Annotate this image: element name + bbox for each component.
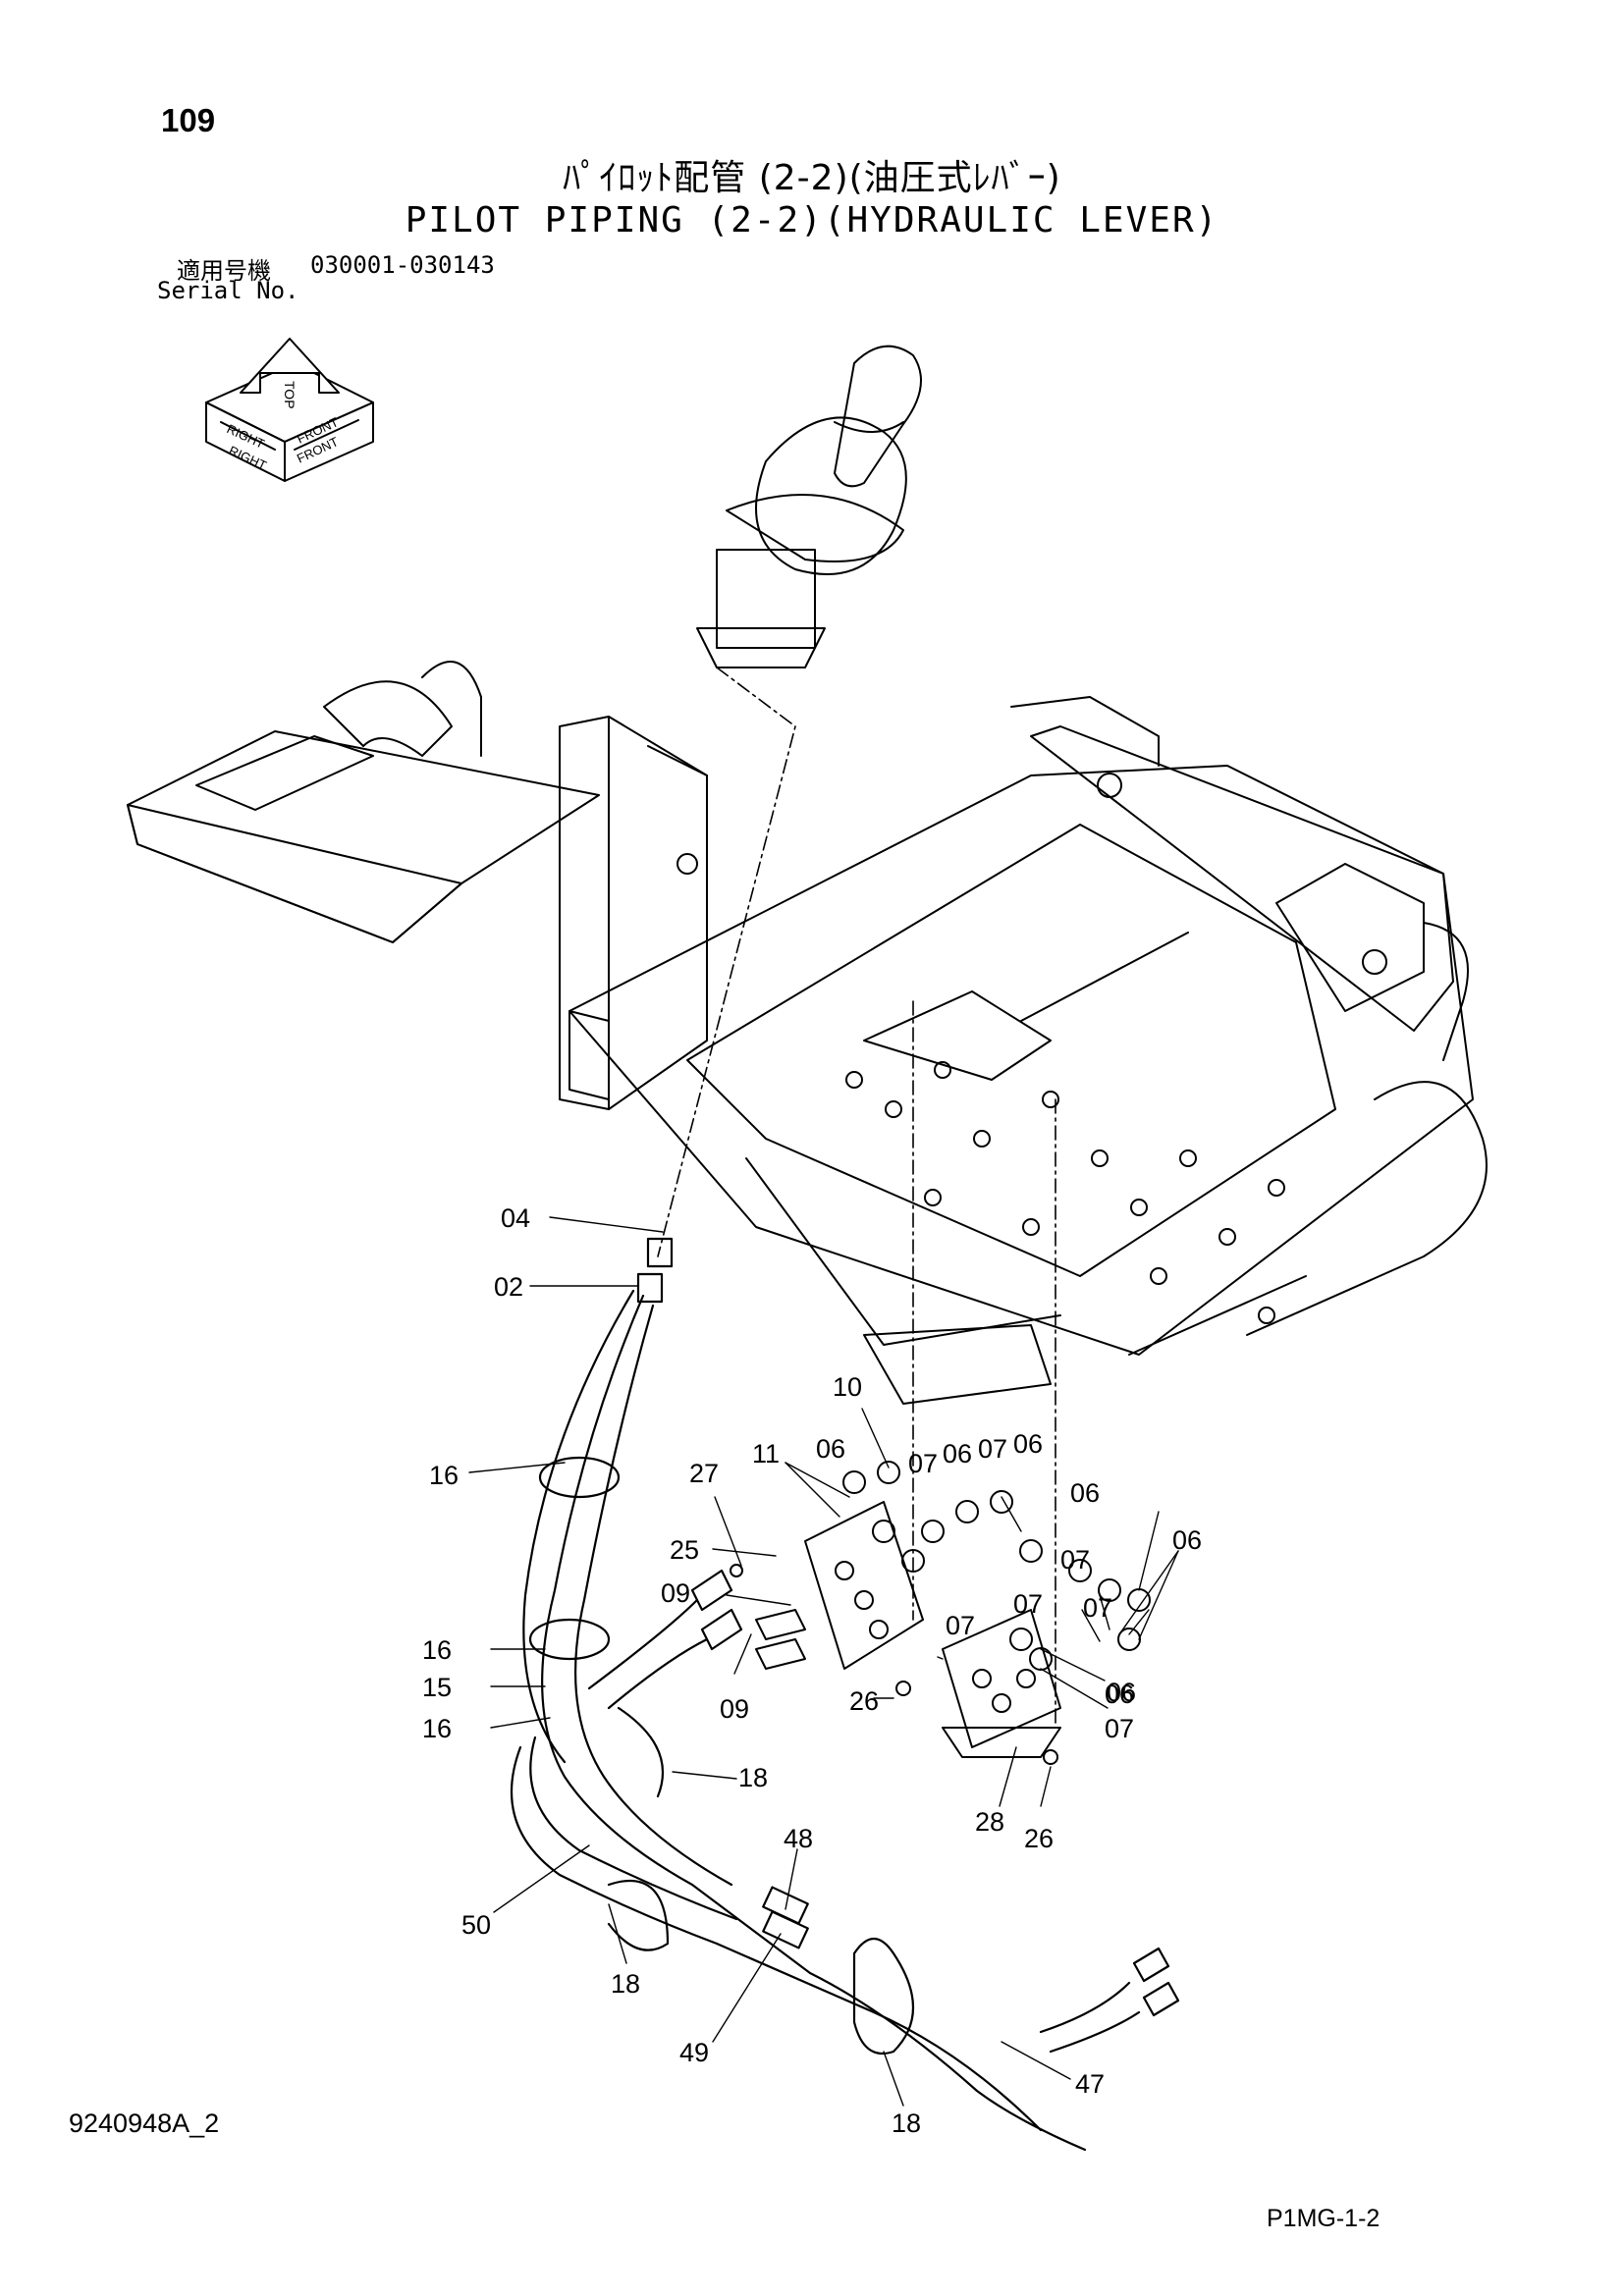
fitting-blocks xyxy=(755,1501,1061,1758)
part-label: 16 xyxy=(422,1635,452,1665)
part-label: 07 xyxy=(1013,1589,1043,1619)
part-label: 07 xyxy=(1105,1714,1134,1743)
part-label: 09 xyxy=(720,1694,749,1724)
part-label: 07 xyxy=(1060,1545,1090,1575)
part-label: 25 xyxy=(670,1535,699,1565)
pilot-valve-lever xyxy=(696,345,922,668)
orientation-top-label: TOP xyxy=(282,381,298,409)
cab-floor-frame xyxy=(568,696,1488,1405)
part-label: 02 xyxy=(494,1272,523,1302)
part-label: 18 xyxy=(738,1763,768,1792)
part-label: 06 xyxy=(943,1439,972,1468)
part-label: 06 xyxy=(1070,1478,1100,1508)
part-label: 26 xyxy=(1024,1824,1054,1853)
part-label: 06 xyxy=(1105,1680,1134,1709)
part-label: 09 xyxy=(661,1578,690,1608)
part-label: 49 xyxy=(679,2038,709,2067)
part-label: 15 xyxy=(422,1673,452,1702)
serial-range: 030001-030143 xyxy=(310,251,495,279)
part-label: 06 xyxy=(1107,1678,1136,1707)
part-label: 27 xyxy=(689,1459,719,1488)
part-label: 06 xyxy=(816,1434,845,1464)
part-label: 50 xyxy=(461,1910,491,1940)
part-label: 16 xyxy=(429,1461,459,1490)
part-label: 16 xyxy=(422,1714,452,1743)
part-label: 07 xyxy=(908,1449,938,1478)
seat-stand-frame xyxy=(127,661,708,1110)
serial-label-english: Serial No. xyxy=(157,277,299,304)
nuts-and-washers xyxy=(730,1461,1151,1765)
title-japanese: ﾊﾟｲﾛｯﾄ配管 (2-2)(油圧式ﾚﾊﾞｰ) xyxy=(563,158,1061,198)
part-label: 06 xyxy=(1172,1525,1202,1555)
part-label: 07 xyxy=(946,1611,975,1640)
orientation-right-label-2: RIGHT xyxy=(227,443,269,473)
part-label: 07 xyxy=(1083,1593,1112,1623)
part-label: 48 xyxy=(784,1824,813,1853)
callout-leaders xyxy=(468,1216,1179,2107)
assembly-leader-lines xyxy=(657,667,1056,1729)
part-label: 06 xyxy=(1013,1429,1043,1459)
part-label: 11 xyxy=(752,1439,780,1468)
part-label: 26 xyxy=(849,1686,879,1716)
serial-label-japanese: 適用号機 xyxy=(177,257,271,285)
part-label: 07 xyxy=(978,1434,1007,1464)
part-label: 28 xyxy=(975,1807,1004,1837)
part-label: 18 xyxy=(892,2109,921,2138)
part-label: 18 xyxy=(611,1969,640,1999)
part-label: 47 xyxy=(1075,2069,1105,2099)
pilot-hoses xyxy=(510,1237,1180,2152)
part-label: 04 xyxy=(501,1203,530,1233)
orientation-cube-icon: TOP RIGHT FRONT RIGHT FRONT xyxy=(205,338,374,482)
title-english: PILOT PIPING (2-2)(HYDRAULIC LEVER) xyxy=(405,200,1219,240)
page-number: 109 xyxy=(161,102,216,138)
page-code: P1MG-1-2 xyxy=(1267,2205,1380,2232)
part-label: 10 xyxy=(833,1372,862,1402)
document-code: 9240948A_2 xyxy=(69,2109,220,2138)
